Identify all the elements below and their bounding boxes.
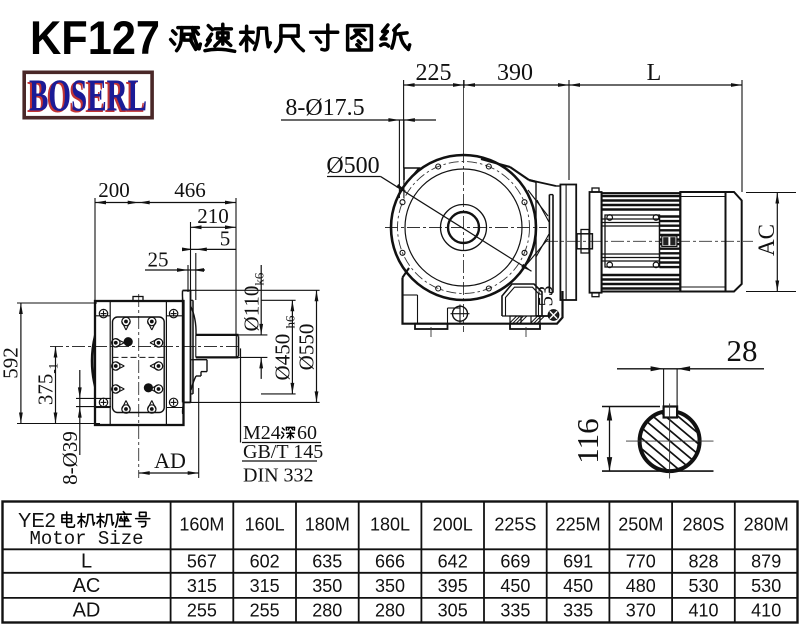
- svg-text:315: 315: [187, 576, 217, 596]
- svg-text:255: 255: [250, 601, 280, 621]
- svg-text:635: 635: [312, 552, 342, 572]
- svg-text:305: 305: [438, 601, 468, 621]
- svg-text:280M: 280M: [744, 515, 789, 535]
- svg-text:180L: 180L: [370, 515, 410, 535]
- svg-text:450: 450: [563, 576, 593, 596]
- svg-text:Motor Size: Motor Size: [29, 528, 143, 550]
- svg-text:350: 350: [312, 576, 342, 596]
- svg-text:AC: AC: [73, 575, 101, 597]
- svg-text:350: 350: [375, 576, 405, 596]
- svg-text:116: 116: [570, 418, 605, 463]
- svg-text:390: 390: [497, 60, 533, 86]
- svg-text:8-Ø17.5: 8-Ø17.5: [285, 95, 364, 121]
- svg-text:410: 410: [751, 601, 781, 621]
- svg-text:BOSERL: BOSERL: [27, 72, 145, 122]
- svg-text:879: 879: [751, 552, 781, 572]
- svg-text:335: 335: [563, 601, 593, 621]
- svg-text:YE2: YE2: [18, 510, 56, 532]
- svg-text:592: 592: [0, 347, 23, 379]
- svg-text:53: 53: [534, 286, 558, 307]
- svg-text:Ø110k6: Ø110k6: [240, 272, 267, 331]
- svg-text:480: 480: [626, 576, 656, 596]
- svg-text:466: 466: [174, 178, 206, 202]
- svg-text:828: 828: [688, 552, 718, 572]
- svg-text:669: 669: [500, 552, 530, 572]
- svg-text:602: 602: [250, 552, 280, 572]
- svg-text:200: 200: [98, 178, 130, 202]
- svg-text:370: 370: [626, 601, 656, 621]
- svg-text:60: 60: [297, 422, 317, 444]
- svg-text:Ø500: Ø500: [326, 153, 379, 179]
- svg-text:5: 5: [220, 227, 231, 251]
- svg-text:567: 567: [187, 552, 217, 572]
- svg-text:280S: 280S: [682, 515, 724, 535]
- svg-text:25: 25: [148, 248, 169, 272]
- svg-text:250M: 250M: [618, 515, 663, 535]
- svg-text:280: 280: [375, 601, 405, 621]
- svg-text:395: 395: [438, 576, 468, 596]
- svg-text:225: 225: [416, 60, 452, 86]
- svg-text:AD: AD: [73, 600, 101, 622]
- svg-text:Ø550: Ø550: [295, 324, 319, 371]
- svg-text:450: 450: [500, 576, 530, 596]
- svg-text:180M: 180M: [305, 515, 350, 535]
- svg-text:BOSERL: BOSERL: [29, 71, 147, 121]
- svg-text:210: 210: [197, 204, 229, 228]
- svg-text:AD: AD: [154, 448, 186, 473]
- svg-text:L: L: [647, 60, 662, 86]
- svg-text:410: 410: [688, 601, 718, 621]
- svg-text:M24: M24: [243, 422, 281, 444]
- svg-text:160M: 160M: [179, 515, 224, 535]
- svg-text:AC: AC: [754, 224, 779, 256]
- svg-text:280: 280: [312, 601, 342, 621]
- svg-text:691: 691: [563, 552, 593, 572]
- svg-text:28: 28: [727, 333, 758, 368]
- svg-text:225M: 225M: [556, 515, 601, 535]
- svg-text:315: 315: [250, 576, 280, 596]
- svg-text:200L: 200L: [433, 515, 473, 535]
- svg-text:530: 530: [688, 576, 718, 596]
- svg-text:530: 530: [751, 576, 781, 596]
- svg-text:160L: 160L: [245, 515, 285, 535]
- svg-text:335: 335: [500, 601, 530, 621]
- svg-text:666: 666: [375, 552, 405, 572]
- svg-text:KF127: KF127: [30, 11, 160, 64]
- svg-text:770: 770: [626, 552, 656, 572]
- svg-text:642: 642: [438, 552, 468, 572]
- svg-text:DIN 332: DIN 332: [243, 465, 314, 487]
- svg-text:8-Ø39: 8-Ø39: [58, 431, 82, 485]
- svg-text:GB/T 145: GB/T 145: [243, 441, 323, 463]
- svg-text:225S: 225S: [494, 515, 536, 535]
- svg-text:255: 255: [187, 601, 217, 621]
- svg-text:L: L: [81, 551, 92, 573]
